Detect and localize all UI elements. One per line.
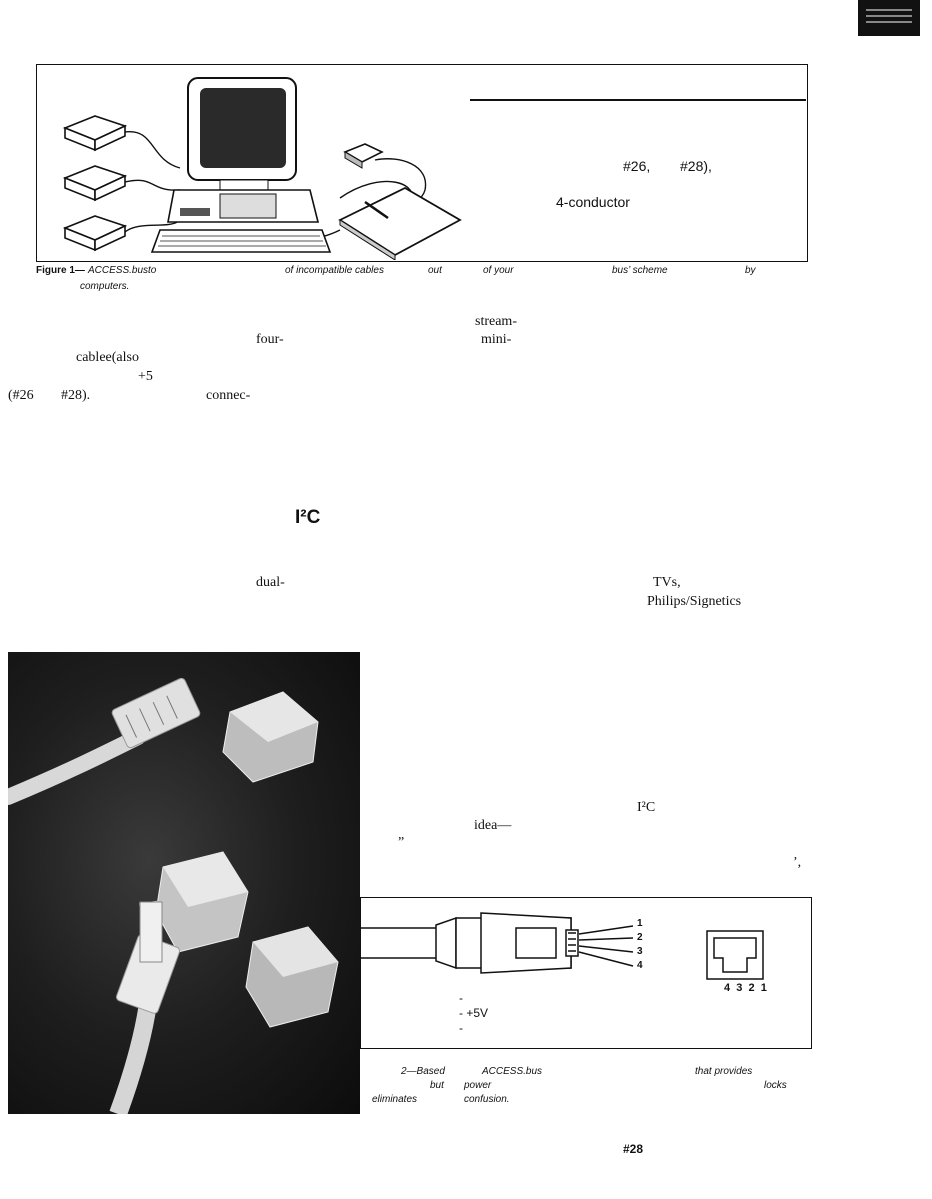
stylus	[364, 200, 389, 220]
body-word: four-	[256, 332, 284, 347]
body-word: stream-	[475, 314, 517, 329]
figure-2-caption-word: confusion.	[464, 1094, 510, 1105]
figure-2-caption-word: 2—Based	[401, 1066, 445, 1077]
figure-1-caption-prefix: Figure 1—	[36, 265, 85, 276]
figure-1-caption-word: bus’ scheme	[612, 265, 668, 276]
figure-1-label-26: #26,	[623, 158, 651, 174]
figure-1-caption-word: of incompatible cables	[285, 265, 384, 276]
figure-1-illustration	[62, 77, 462, 260]
figure-2-caption-word: power	[464, 1080, 492, 1091]
pin-label: 4	[637, 960, 643, 971]
pin-label: 1	[637, 918, 643, 929]
figure-2-caption-word: eliminates	[372, 1094, 418, 1105]
figure-1-caption-word: of your	[483, 265, 514, 276]
figure-1-label-28: #28),	[680, 158, 712, 174]
figure-2-caption-word: that provides	[695, 1066, 753, 1077]
figure-1-rule	[470, 99, 806, 101]
figure-2-caption-word: ACCESS.bus	[482, 1066, 543, 1077]
figure-1-caption-word: by	[745, 265, 756, 276]
figure-1-caption-word: out	[428, 265, 442, 276]
figure-1-label-conductor: 4-conductor	[556, 194, 630, 210]
body-word: ”	[398, 835, 405, 850]
footer-issue-number: #28	[623, 1142, 644, 1156]
figure-2-caption-word: but	[430, 1080, 444, 1091]
body-word: (#26	[8, 388, 34, 403]
wire-legend: - +5V	[459, 1006, 489, 1020]
figure-1-caption-word: ACCESS.bus	[88, 265, 149, 276]
figure-1-caption-line-2: computers.	[80, 281, 130, 292]
wire-legend: -	[459, 991, 463, 1005]
figure-1-frame	[36, 64, 808, 262]
body-word: idea—	[474, 818, 512, 833]
section-heading: I²C	[295, 507, 321, 528]
connector-photo	[0, 652, 360, 1118]
body-word: #28).	[61, 388, 91, 403]
figure-1-caption-word: to	[148, 265, 157, 276]
body-word: I²C	[637, 800, 656, 815]
figure-2-caption-word: locks	[764, 1080, 787, 1091]
body-word: mini-	[481, 332, 512, 347]
body-word: connec-	[206, 388, 251, 403]
body-word: dual-	[256, 575, 285, 590]
graphics-tablet	[338, 186, 462, 257]
body-word: +5	[138, 369, 153, 384]
body-word: ’,	[793, 855, 802, 870]
body-word: Philips/Signetics	[647, 594, 742, 609]
body-word: cablee(also	[76, 350, 139, 365]
pin-label: 2	[637, 932, 643, 943]
jack-pin-numbers: 4 3 2 1	[724, 982, 767, 994]
wire-legend: -	[459, 1021, 463, 1035]
monitor-screen	[200, 88, 286, 168]
figure-2-frame: 1 2 3 4 4 3 2 1 - - +5V -	[360, 897, 812, 1049]
header-corner-block	[858, 0, 920, 36]
body-word: TVs,	[653, 575, 681, 590]
figure-2-diagram	[361, 912, 764, 980]
pin-label: 3	[637, 946, 643, 957]
